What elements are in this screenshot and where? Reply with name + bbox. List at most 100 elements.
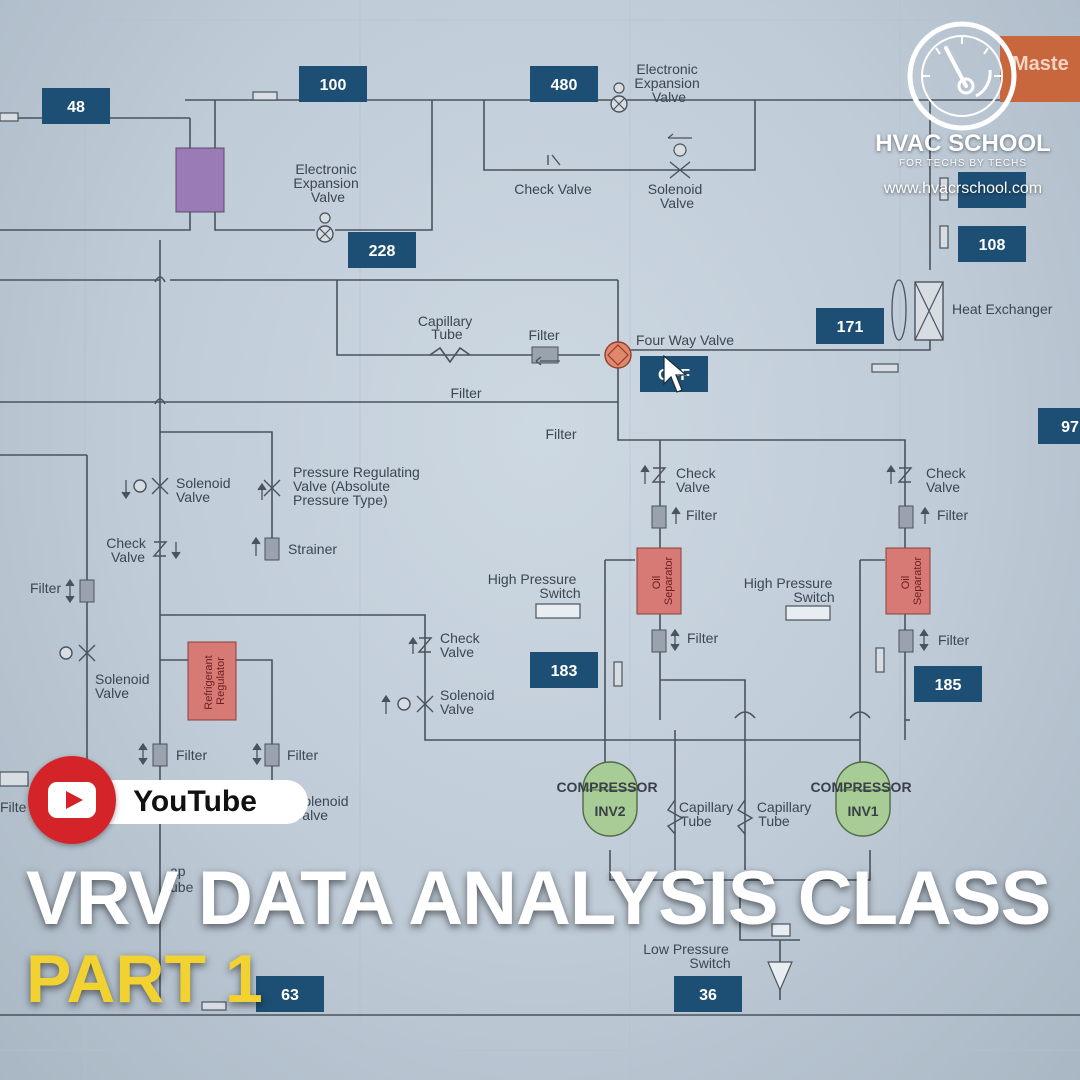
brand-url: www.hvacrschool.com <box>883 180 1043 197</box>
expansion-valve-left-icon <box>316 212 334 243</box>
compressor-inv1: COMPRESSOR INV1 <box>810 761 912 837</box>
page-subtitle: PART 1 <box>26 941 263 1017</box>
oil-separator-inv2: Oil Separator <box>636 547 682 615</box>
youtube-badge[interactable]: YouTube <box>28 756 308 846</box>
svg-text:Filter: Filter <box>30 580 61 596</box>
svg-text:100: 100 <box>320 77 347 94</box>
mouse-cursor-icon <box>663 354 688 393</box>
svg-text:Oil Separator: Oil Separator <box>651 557 675 606</box>
svg-text:Solenoid Valve: Solenoid Valve <box>95 671 153 701</box>
gauge-icon <box>907 21 1017 131</box>
svg-text:Refrigerant Regulator: Refrigerant Regulator <box>203 652 227 709</box>
svg-text:Capillary Tube: Capillary Tube <box>418 313 476 342</box>
svg-text:Heat Exchanger: Heat Exchanger <box>952 301 1053 317</box>
youtube-label-pill <box>88 780 308 824</box>
temperature-sensors <box>0 91 949 1011</box>
svg-text:228: 228 <box>369 243 396 260</box>
svg-text:36: 36 <box>699 987 717 1004</box>
flow-arrows <box>65 356 930 820</box>
svg-text:Filter: Filter <box>937 507 968 523</box>
brand-logo-block: HVAC SCHOOL FOR TECHS BY TECHS www.hvacr… <box>852 18 1074 208</box>
pipe-crossovers <box>154 276 871 719</box>
svg-text:Oil Separator: Oil Separator <box>900 557 924 606</box>
svg-text:Solenoid Valve: Solenoid Valve <box>648 181 706 211</box>
capillary-tube-inv1-icon <box>736 799 754 835</box>
readout-97: 97 <box>1038 408 1080 444</box>
svg-text:Check Valve: Check Valve <box>926 465 970 495</box>
svg-text:Filter: Filter <box>176 747 207 763</box>
capillary-tube-top-icon <box>429 346 471 364</box>
check-valve-top-icon <box>547 154 561 166</box>
svg-text:Maste: Maste <box>1012 53 1069 75</box>
four-way-valve-icon <box>604 341 632 369</box>
svg-text:INV2: INV2 <box>594 803 625 819</box>
svg-text:Check Valve: Check Valve <box>676 465 720 495</box>
refrigerant-piping <box>0 99 1080 1016</box>
heat-exchanger-right-icon <box>891 279 944 341</box>
svg-text:63: 63 <box>281 987 299 1004</box>
svg-text:Pressure Regulating Valv: Pressure Regulating Valve (Absolute Pres… <box>293 464 424 508</box>
compressor-inv2: COMPRESSOR INV2 <box>556 761 658 837</box>
svg-text:INV1: INV1 <box>847 803 878 819</box>
svg-text:171: 171 <box>837 319 864 336</box>
svg-text:97: 97 <box>1061 419 1079 436</box>
brand-tagline: FOR TECHS BY TECHS <box>898 158 1028 169</box>
readout-63: 63 <box>256 976 324 1012</box>
refrigerant-regulator: Refrigerant Regulator <box>187 641 237 721</box>
readout-100: 100 <box>299 66 367 102</box>
svg-text:Four Way Valve: Four Way Valve <box>636 332 734 348</box>
youtube-label: YouTube <box>133 785 257 818</box>
high-pressure-switch-inv2 <box>535 603 581 619</box>
svg-text:Filter: Filter <box>545 426 576 442</box>
svg-text:Strainer: Strainer <box>288 541 337 557</box>
svg-text:108: 108 <box>979 237 1006 254</box>
check-valve-icons <box>152 467 913 653</box>
high-pressure-switch-inv1 <box>785 605 831 621</box>
svg-text:Electronic Expansion: Electronic Expansion Valve <box>293 161 362 205</box>
svg-text:COMPRESSOR: COMPRESSOR <box>556 779 657 795</box>
svg-text:Capillary Tube: Capillary Tube <box>679 799 737 829</box>
svg-text:Capillary Tube: Capillary Tube <box>757 799 815 829</box>
capillary-tube-inv2-icon <box>666 799 684 835</box>
svg-text:Check Valve: Check Valve <box>106 535 150 565</box>
readout-48: 48 <box>42 88 110 124</box>
play-triangle-icon <box>66 791 83 809</box>
svg-text:185: 185 <box>935 677 962 694</box>
svg-text:ap: ap <box>170 863 186 879</box>
readout-228: 228 <box>348 232 416 268</box>
svg-text:Filter: Filter <box>687 630 718 646</box>
svg-text:COMPRESSOR: COMPRESSOR <box>810 779 911 795</box>
svg-text:Filter: Filter <box>686 507 717 523</box>
svg-text:Filter: Filter <box>528 327 559 343</box>
solenoid-valve-icons <box>59 477 434 713</box>
low-pressure-switch-icon <box>767 923 793 992</box>
filter-icons <box>79 346 914 767</box>
svg-text:ube: ube <box>170 879 194 895</box>
heat-exchanger-coil <box>175 147 225 213</box>
svg-text:Solenoid Valve: Solenoid Valve <box>440 687 498 717</box>
readout-top-right <box>958 172 1026 208</box>
svg-text:Filter: Filter <box>450 385 481 401</box>
brand-name: HVAC SCHOOL <box>875 130 1051 157</box>
page-title: VRV DATA ANALYSIS CLASS <box>26 856 1051 941</box>
svg-text:48: 48 <box>67 99 85 116</box>
readout-171: 171 <box>816 308 884 344</box>
readout-108: 108 <box>958 226 1026 262</box>
svg-text:480: 480 <box>551 77 578 94</box>
svg-text:Check Valve: Check Valve <box>440 630 484 660</box>
svg-text:183: 183 <box>551 663 578 680</box>
svg-text:Low Pressure Switch: Low Pressure Switch <box>643 941 732 971</box>
svg-text:High Pressure Switch: High Pressure Switch <box>488 571 581 601</box>
svg-text:Electronic Expansion: Electronic Expansion Valve <box>634 61 703 105</box>
readout-480: 480 <box>530 66 598 102</box>
svg-text:Filter: Filter <box>938 632 969 648</box>
svg-text:Check Valve: Check Valve <box>514 181 592 197</box>
svg-text:High Pressure Switch: High Pressure Switch <box>744 575 837 605</box>
readout-183: 183 <box>530 652 598 688</box>
readout-36: 36 <box>674 976 742 1012</box>
readout-185: 185 <box>914 666 982 702</box>
expansion-valve-top-icon <box>610 82 628 113</box>
